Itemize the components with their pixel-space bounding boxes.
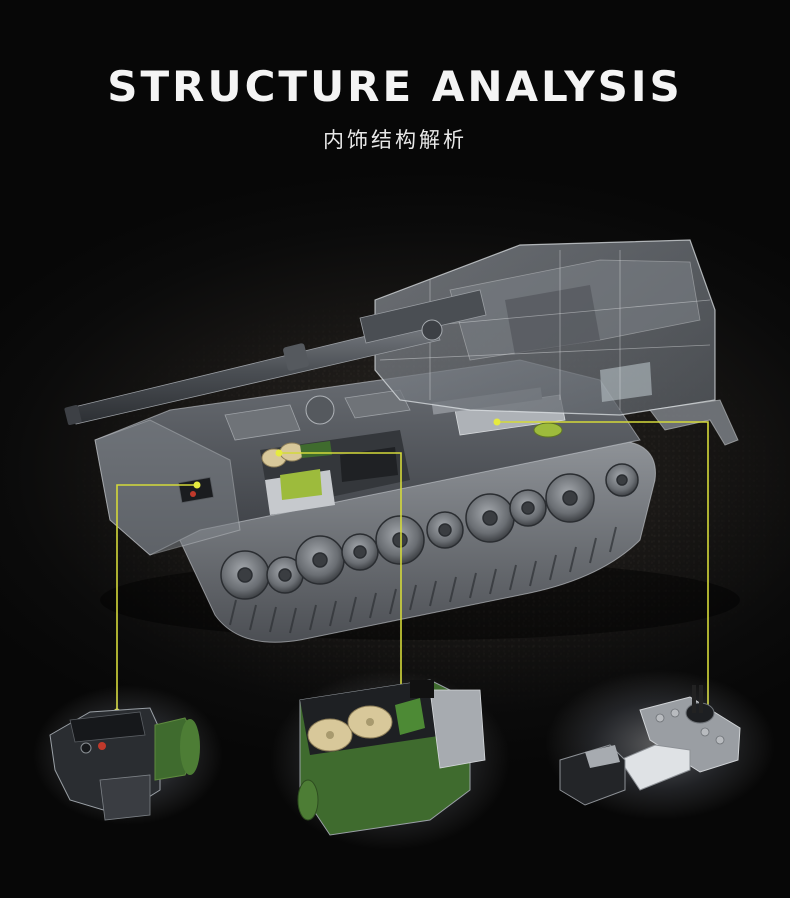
callout-line-3 [497,421,709,713]
callout-line-1 [116,484,197,712]
callout-lines [116,421,709,713]
main-gun-barrel [64,289,487,426]
detail-control-module [33,685,223,825]
engine-bay [260,430,410,515]
callout-dot-2-start [275,449,283,457]
detail-gun-mount-pivot [545,670,775,820]
callout-line-2 [279,452,402,712]
callout-dot-3-start [493,418,501,426]
page-subtitle: 内饰结构解析 [323,128,467,152]
track-assembly [174,439,656,643]
control-module-interior [178,476,214,504]
detail-engine [270,670,510,850]
turret [374,239,739,446]
page-title: STRUCTURE ANALYSIS [107,62,683,111]
callout-dot-1-start [193,481,201,489]
tank-model [64,239,740,643]
road-wheels [220,463,639,600]
